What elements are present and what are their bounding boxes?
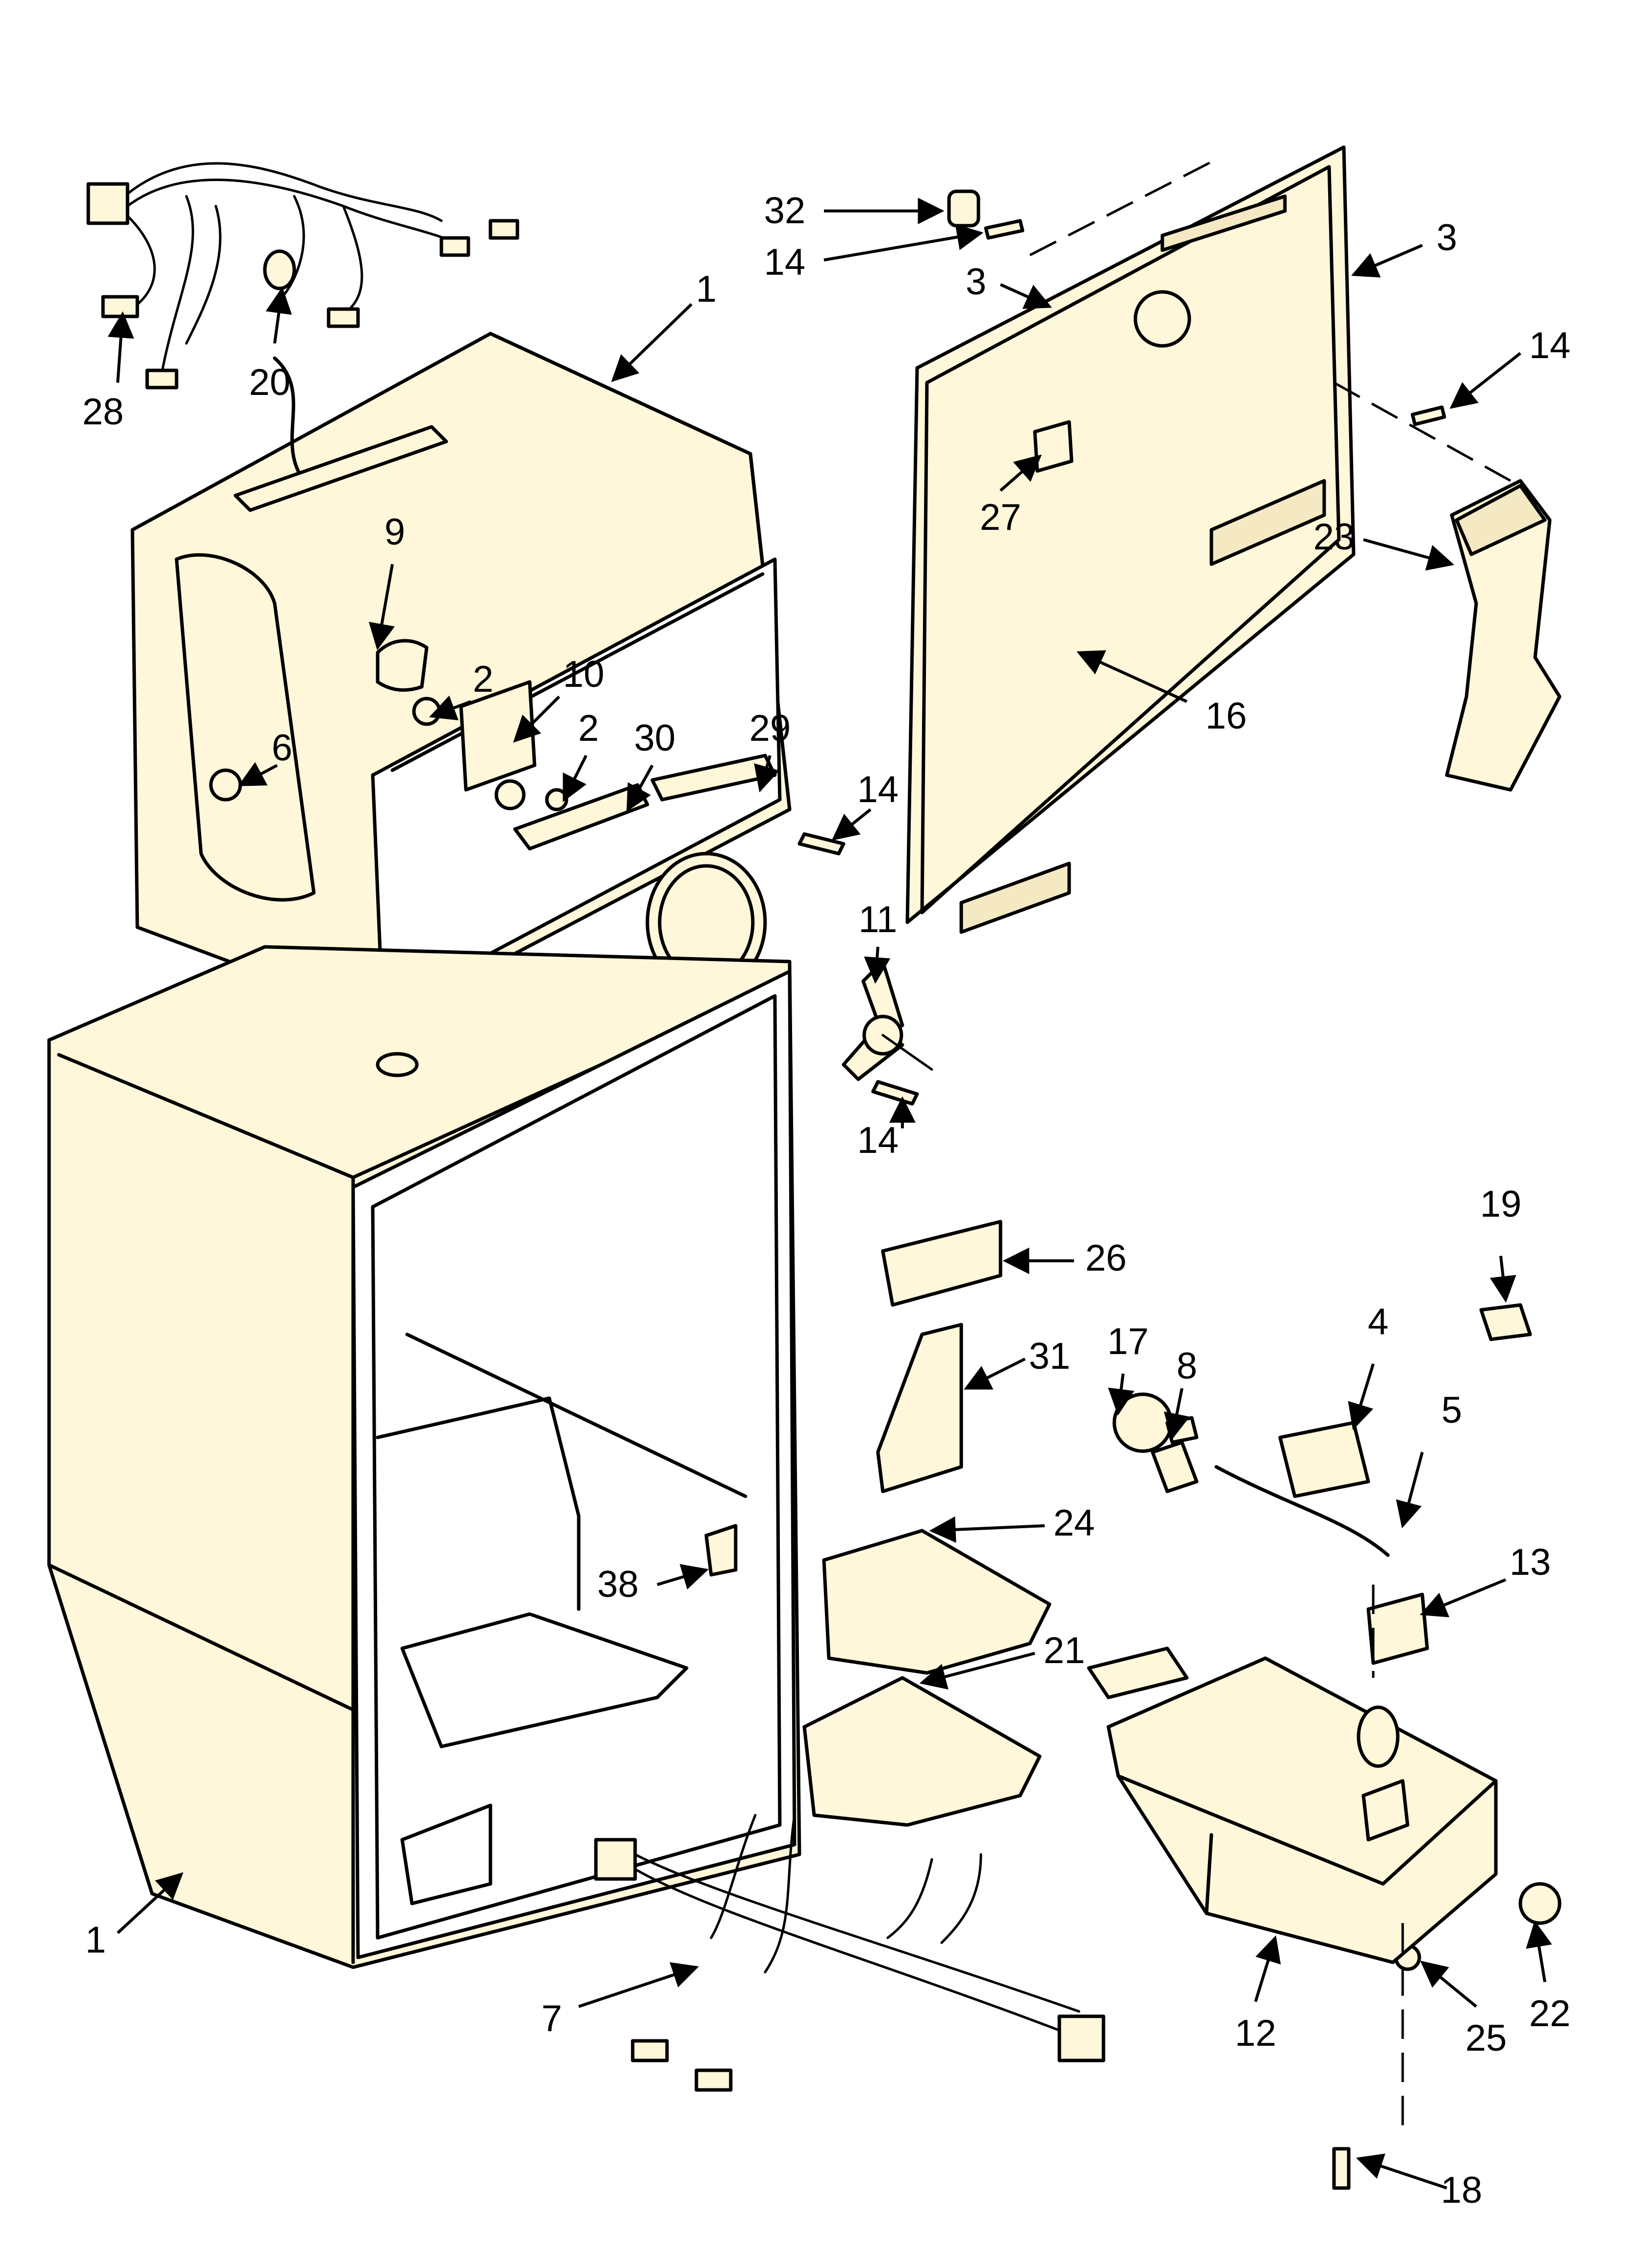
- callout-28: 28: [82, 391, 124, 433]
- callout-22: 22: [1529, 1993, 1571, 2034]
- fan-blade: [842, 960, 933, 1081]
- fresh-food-liner: [47, 945, 801, 1969]
- callout-18: 18: [1441, 2169, 1483, 2211]
- wiring-harness-lower: [594, 1814, 1105, 2092]
- callout-3-b: 3: [1437, 217, 1457, 259]
- callout-17: 17: [1107, 1321, 1149, 1362]
- callout-26: 26: [1085, 1237, 1127, 1279]
- callout-6: 6: [272, 727, 292, 769]
- callout-12: 12: [1235, 2012, 1277, 2054]
- callout-9: 9: [385, 511, 405, 553]
- callout-5: 5: [1441, 1389, 1462, 1431]
- callout-7: 7: [541, 1998, 562, 2039]
- callout-8: 8: [1177, 1345, 1197, 1387]
- callout-32: 32: [764, 190, 806, 232]
- control-housing: [1445, 479, 1562, 792]
- callout-14-d: 14: [1529, 325, 1571, 366]
- callout-19: 19: [1480, 1183, 1522, 1225]
- callout-4: 4: [1368, 1301, 1388, 1343]
- callout-23: 23: [1313, 516, 1355, 558]
- callout-14-b: 14: [857, 1120, 899, 1161]
- callout-24: 24: [1053, 1502, 1095, 1544]
- callout-16: 16: [1206, 695, 1247, 737]
- callout-29: 29: [749, 707, 791, 749]
- callout-30: 30: [634, 717, 676, 759]
- callout-31: 31: [1029, 1335, 1071, 1377]
- callout-11: 11: [859, 899, 898, 940]
- rear-panel: [905, 145, 1512, 934]
- shelf-support: [704, 1524, 738, 1577]
- light-shields: [802, 1529, 1052, 1827]
- callout-20: 20: [249, 362, 291, 403]
- leader-lines: [107, 198, 1552, 2190]
- callout-14-c: 14: [764, 241, 806, 283]
- light-assembly-parts: [876, 1220, 1562, 1971]
- callout-38: 38: [597, 1564, 639, 1605]
- callout-1-lower: 1: [85, 1919, 106, 1961]
- callout-13: 13: [1510, 1541, 1551, 1583]
- wiring-harness-upper: [86, 162, 519, 390]
- callout-10: 10: [563, 653, 605, 695]
- callout-27: 27: [980, 496, 1022, 538]
- callout-1-upper: 1: [696, 268, 717, 310]
- callout-14-a: 14: [857, 769, 899, 810]
- callout-2-b: 2: [578, 707, 599, 749]
- control-components: [209, 425, 777, 993]
- callout-21: 21: [1044, 1630, 1085, 1671]
- callout-labels: 28 20 1 9 10 2 2 6 30 29 14 11 14 32 14 …: [82, 190, 1571, 2211]
- callout-2-a: 2: [473, 658, 493, 700]
- callout-3-a: 3: [966, 261, 986, 303]
- light-housing: [1106, 1585, 1498, 2139]
- callout-25: 25: [1465, 2017, 1507, 2059]
